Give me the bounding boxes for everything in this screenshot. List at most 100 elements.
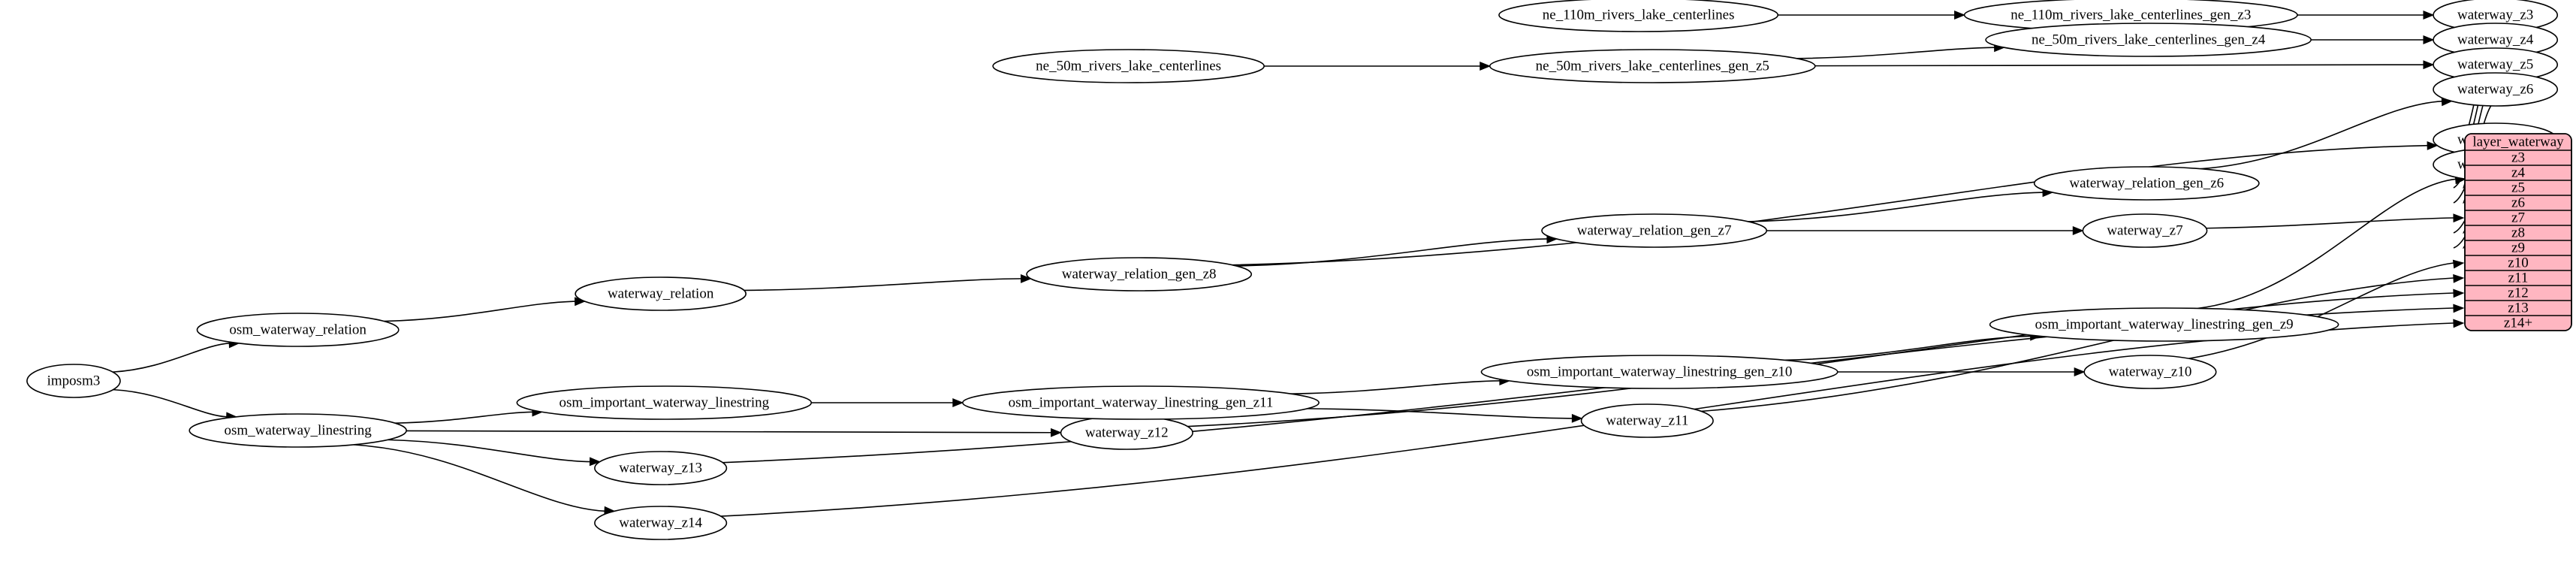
edge-osm_important_waterway_linestring_gen_z11-to-osm_important_waterway_linestring_gen_z10 bbox=[1290, 380, 1501, 394]
node-waterway_relation_gen_z8[interactable]: waterway_relation_gen_z8 bbox=[1026, 257, 1253, 292]
edge-arrowhead bbox=[952, 398, 964, 407]
node-shape bbox=[594, 451, 728, 485]
edge-arrowhead bbox=[589, 457, 601, 467]
edge-arrowhead bbox=[2427, 140, 2439, 150]
node-waterway_z11[interactable]: waterway_z11 bbox=[1580, 403, 1714, 438]
edge-osm_waterway_linestring-to-waterway_z12 bbox=[406, 430, 1052, 434]
node-ne_50m_rivers_lake_centerlines_gen_z5[interactable]: ne_50m_rivers_lake_centerlines_gen_z5 bbox=[1489, 49, 1816, 83]
node-label: osm_important_waterway_linestring bbox=[559, 394, 769, 410]
edge-waterway_relation_gen_z8-to-waterway_z8 bbox=[1232, 144, 2429, 266]
node-waterway_z13[interactable]: waterway_z13 bbox=[594, 451, 728, 485]
node-waterway_relation[interactable]: waterway_relation bbox=[575, 276, 747, 311]
edge-osm_waterway_linestring-to-waterway_z13 bbox=[388, 439, 591, 463]
layer-table-cell-z13: z13 bbox=[2508, 300, 2528, 316]
node-label: osm_waterway_relation bbox=[229, 322, 366, 337]
layer-table-cell-z11: z11 bbox=[2508, 270, 2529, 286]
node-label: ne_50m_rivers_lake_centerlines_gen_z4 bbox=[2032, 32, 2266, 47]
node-shape bbox=[1989, 307, 2339, 342]
node-label: osm_important_waterway_linestring_gen_z9 bbox=[2035, 316, 2294, 332]
node-label: waterway_z13 bbox=[619, 460, 702, 476]
node-label: waterway_z14 bbox=[619, 515, 702, 530]
node-waterway_relation_gen_z6[interactable]: waterway_relation_gen_z6 bbox=[2033, 166, 2260, 201]
edge-arrowhead bbox=[2453, 273, 2465, 283]
node-waterway_z12[interactable]: waterway_z12 bbox=[1060, 415, 1193, 450]
node-shape bbox=[1580, 403, 1714, 438]
edge-waterway_relation_gen_z8-to-waterway_relation_gen_z7 bbox=[1236, 238, 1548, 267]
layer-table-cell-z12: z12 bbox=[2508, 285, 2528, 301]
node-label: waterway_relation_gen_z7 bbox=[1577, 222, 1732, 238]
node-ne_50m_rivers_lake_centerlines[interactable]: ne_50m_rivers_lake_centerlines bbox=[992, 49, 1265, 83]
layer-table-cell-z14plus: z14+ bbox=[2504, 315, 2532, 331]
node-shape bbox=[1498, 0, 1779, 32]
edge-arrowhead bbox=[2423, 11, 2435, 20]
edge-imposm3-to-osm_waterway_relation bbox=[113, 343, 231, 373]
edge-arrowhead bbox=[2423, 60, 2435, 70]
node-label: waterway_relation_gen_z8 bbox=[1062, 266, 1217, 282]
layer-waterway-table[interactable]: layer_waterwayz3z4z5z6z7z8z9z10z11z12z13… bbox=[2464, 133, 2572, 331]
node-label: waterway_z12 bbox=[1085, 425, 1169, 440]
layer-table-header: layer_waterway bbox=[2472, 134, 2564, 150]
edge-arrowhead bbox=[2453, 213, 2465, 223]
node-ne_50m_rivers_lake_centerlines_gen_z4[interactable]: ne_50m_rivers_lake_centerlines_gen_z4 bbox=[1985, 23, 2312, 57]
node-shape bbox=[1480, 355, 1838, 389]
node-shape bbox=[1026, 257, 1253, 292]
node-label: ne_110m_rivers_lake_centerlines_gen_z3 bbox=[2010, 7, 2251, 23]
node-shape bbox=[1541, 213, 1768, 248]
node-shape bbox=[189, 413, 407, 448]
edge-imposm3-to-osm_waterway_linestring bbox=[113, 388, 228, 418]
edge-waterway_relation_gen_z6-to-waterway_z6 bbox=[2200, 100, 2443, 170]
node-label: osm_important_waterway_linestring_gen_z1… bbox=[1009, 394, 1274, 410]
node-label: ne_50m_rivers_lake_centerlines bbox=[1036, 58, 1221, 74]
node-shape bbox=[575, 276, 747, 311]
layer-table-outline bbox=[2464, 133, 2572, 331]
edge-arrowhead bbox=[2453, 289, 2465, 298]
node-label: osm_waterway_linestring bbox=[225, 422, 373, 438]
node-label: ne_110m_rivers_lake_centerlines bbox=[1543, 7, 1735, 23]
edge-waterway_relation_gen_z7-to-waterway_relation_gen_z6 bbox=[1748, 192, 2044, 222]
nodes-layer: imposm3 osm_waterway_relation osm_waterway… bbox=[26, 0, 2559, 540]
layer-table-cell-z7: z7 bbox=[2511, 210, 2525, 225]
node-osm_waterway_linestring[interactable]: osm_waterway_linestring bbox=[189, 413, 407, 448]
node-ne_110m_rivers_lake_centerlines[interactable]: ne_110m_rivers_lake_centerlines bbox=[1498, 0, 1779, 32]
edge-osm_waterway_linestring-to-waterway_z14 bbox=[353, 444, 606, 512]
node-osm_important_waterway_linestring_gen_z11[interactable]: osm_important_waterway_linestring_gen_z1… bbox=[962, 385, 1320, 420]
node-waterway_z5[interactable]: waterway_z5 bbox=[2433, 47, 2559, 82]
edge-osm_important_waterway_linestring_gen_z11-to-waterway_z11 bbox=[1307, 408, 1573, 419]
node-shape bbox=[2033, 166, 2260, 201]
node-waterway_relation_gen_z7[interactable]: waterway_relation_gen_z7 bbox=[1541, 213, 1768, 248]
node-osm_important_waterway_linestring_gen_z9[interactable]: osm_important_waterway_linestring_gen_z9 bbox=[1989, 307, 2339, 342]
node-shape bbox=[1985, 23, 2312, 57]
node-waterway_z3[interactable]: waterway_z3 bbox=[2433, 0, 2559, 32]
edge-ne_50m_rivers_lake_centerlines_gen_z5-to-ne_50m_rivers_lake_centerlines_gen_z4 bbox=[1796, 47, 1995, 59]
node-osm_important_waterway_linestring[interactable]: osm_important_waterway_linestring bbox=[516, 385, 813, 420]
node-waterway_z14[interactable]: waterway_z14 bbox=[594, 506, 728, 540]
edge-arrowhead bbox=[2453, 319, 2465, 328]
node-shape bbox=[1489, 49, 1816, 83]
node-shape bbox=[2433, 72, 2559, 107]
node-ne_110m_rivers_lake_centerlines_gen_z3[interactable]: ne_110m_rivers_lake_centerlines_gen_z3 bbox=[1963, 0, 2298, 32]
node-label: waterway_relation bbox=[608, 286, 714, 301]
node-imposm3[interactable]: imposm3 bbox=[26, 364, 121, 398]
node-shape bbox=[594, 506, 728, 540]
edge-osm_important_waterway_linestring_gen_z9-to-waterway_z9 bbox=[2197, 178, 2457, 310]
node-label: waterway_z5 bbox=[2457, 56, 2533, 72]
layer-table-cell-z4: z4 bbox=[2511, 165, 2525, 180]
node-osm_waterway_relation[interactable]: osm_waterway_relation bbox=[196, 313, 400, 347]
edges-layer bbox=[113, 11, 2493, 517]
node-waterway_z6[interactable]: waterway_z6 bbox=[2433, 72, 2559, 107]
node-osm_important_waterway_linestring_gen_z10[interactable]: osm_important_waterway_linestring_gen_z1… bbox=[1480, 355, 1838, 389]
edge-waterway_relation-to-waterway_relation_gen_z8 bbox=[744, 278, 1022, 292]
node-label: waterway_z7 bbox=[2107, 222, 2182, 238]
node-label: waterway_relation_gen_z6 bbox=[2069, 175, 2224, 191]
edge-arrowhead bbox=[2074, 367, 2086, 376]
node-label: waterway_z10 bbox=[2109, 364, 2192, 379]
node-label: imposm3 bbox=[47, 373, 101, 388]
layer-table-cell-z10: z10 bbox=[2508, 255, 2528, 270]
edge-arrowhead bbox=[1020, 274, 1032, 283]
node-waterway_z10[interactable]: waterway_z10 bbox=[2083, 355, 2217, 389]
layer-table-cell-z9: z9 bbox=[2511, 240, 2525, 255]
node-waterway_z7[interactable]: waterway_z7 bbox=[2082, 213, 2208, 248]
node-waterway_z4[interactable]: waterway_z4 bbox=[2433, 23, 2559, 57]
